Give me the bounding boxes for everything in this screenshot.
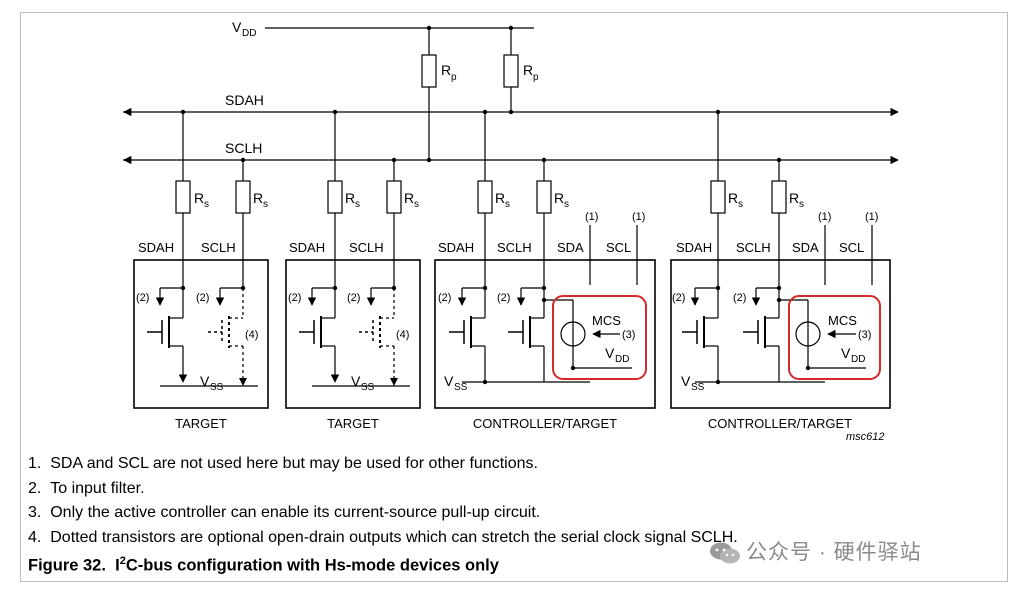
svg-text:(4): (4) <box>245 329 258 341</box>
device-box <box>285 259 421 409</box>
rp-resistor-1 <box>421 54 437 88</box>
vdd-rail: V DD <box>232 19 534 39</box>
device-box <box>133 259 269 409</box>
device-title: TARGET <box>327 416 379 431</box>
svg-text:(2): (2) <box>196 292 209 304</box>
svg-text:(2): (2) <box>347 292 360 304</box>
svg-text:s: s <box>355 199 360 210</box>
svg-text:SS: SS <box>361 382 375 393</box>
svg-text:MCS: MCS <box>592 313 621 328</box>
svg-text:(1): (1) <box>585 211 598 223</box>
pullup-resistors: R p R p <box>421 25 539 163</box>
svg-text:(2): (2) <box>497 292 510 304</box>
svg-text:R: R <box>728 190 738 206</box>
svg-text:(4): (4) <box>396 329 409 341</box>
svg-text:V: V <box>200 373 210 389</box>
svg-text:SDAH: SDAH <box>438 240 474 255</box>
svg-text:SCLH: SCLH <box>736 240 771 255</box>
svg-text:(2): (2) <box>288 292 301 304</box>
svg-text:(2): (2) <box>136 292 149 304</box>
highlight-box <box>788 295 881 380</box>
device-box <box>434 259 656 409</box>
svg-text:V: V <box>681 373 691 389</box>
footnote: 2. To input filter. <box>28 479 145 497</box>
svg-text:SDAH: SDAH <box>676 240 712 255</box>
footnote: 3. Only the active controller can enable… <box>28 504 541 521</box>
svg-text:s: s <box>263 199 268 210</box>
footnote: 1. SDA and SCL are not used here but may… <box>28 455 538 472</box>
svg-text:p: p <box>451 72 457 83</box>
bus-lines: SDAH SCLH <box>123 92 899 165</box>
sclh-bus-label: SCLH <box>225 140 262 156</box>
svg-text:DD: DD <box>615 354 629 365</box>
svg-text:(2): (2) <box>438 292 451 304</box>
svg-text:SDA: SDA <box>557 240 584 255</box>
footnote: 4. Dotted transistors are optional open-… <box>28 528 738 546</box>
svg-text:(1): (1) <box>632 211 645 223</box>
svg-text:R: R <box>495 190 505 206</box>
svg-text:V: V <box>605 345 615 361</box>
svg-text:MCS: MCS <box>828 313 857 328</box>
svg-text:SCLH: SCLH <box>497 240 532 255</box>
svg-text:R: R <box>345 190 355 206</box>
svg-text:(2): (2) <box>672 292 685 304</box>
footnotes: 1. SDA and SCL are not used here but may… <box>28 452 738 550</box>
figure-caption: Figure 32. I2C-bus configuration with Hs… <box>28 555 499 575</box>
device-box <box>670 259 891 409</box>
highlight-box <box>552 295 647 380</box>
drawing-id: msc612 <box>846 431 885 443</box>
svg-text:DD: DD <box>851 354 865 365</box>
svg-text:SDAH: SDAH <box>289 240 325 255</box>
svg-text:SDAH: SDAH <box>138 240 174 255</box>
vdd-label-sub: DD <box>242 28 256 39</box>
svg-text:SS: SS <box>454 382 468 393</box>
svg-text:s: s <box>414 199 419 210</box>
svg-text:R: R <box>404 190 414 206</box>
svg-text:V: V <box>444 373 454 389</box>
svg-text:SCL: SCL <box>606 240 631 255</box>
svg-text:SCL: SCL <box>839 240 864 255</box>
svg-text:R: R <box>554 190 564 206</box>
wechat-icon <box>710 542 740 564</box>
figure-frame <box>20 12 1008 582</box>
rp-resistor-2 <box>503 54 519 88</box>
svg-text:R: R <box>789 190 799 206</box>
svg-text:p: p <box>533 72 539 83</box>
svg-text:s: s <box>505 199 510 210</box>
rp-label-1: R <box>441 62 451 78</box>
sdah-bus-label: SDAH <box>225 92 264 108</box>
svg-text:SDA: SDA <box>792 240 819 255</box>
svg-text:s: s <box>799 199 804 210</box>
svg-text:(3): (3) <box>858 329 871 341</box>
svg-text:(1): (1) <box>865 211 878 223</box>
svg-text:R: R <box>253 190 263 206</box>
svg-text:SS: SS <box>210 382 224 393</box>
svg-text:R: R <box>194 190 204 206</box>
svg-text:s: s <box>738 199 743 210</box>
vdd-label: V <box>232 19 242 35</box>
svg-text:(2): (2) <box>733 292 746 304</box>
svg-text:s: s <box>564 199 569 210</box>
svg-text:SCLH: SCLH <box>349 240 384 255</box>
rp-label-2: R <box>523 62 533 78</box>
svg-text:V: V <box>841 345 851 361</box>
watermark: 公众号 · 硬件驿站 <box>708 536 922 566</box>
svg-text:SS: SS <box>691 382 705 393</box>
svg-text:(3): (3) <box>622 329 635 341</box>
device-title: CONTROLLER/TARGET <box>708 416 852 431</box>
svg-text:SCLH: SCLH <box>201 240 236 255</box>
svg-text:s: s <box>204 199 209 210</box>
device-title: TARGET <box>175 416 227 431</box>
device-title: CONTROLLER/TARGET <box>473 416 617 431</box>
svg-text:(1): (1) <box>818 211 831 223</box>
svg-text:V: V <box>351 373 361 389</box>
